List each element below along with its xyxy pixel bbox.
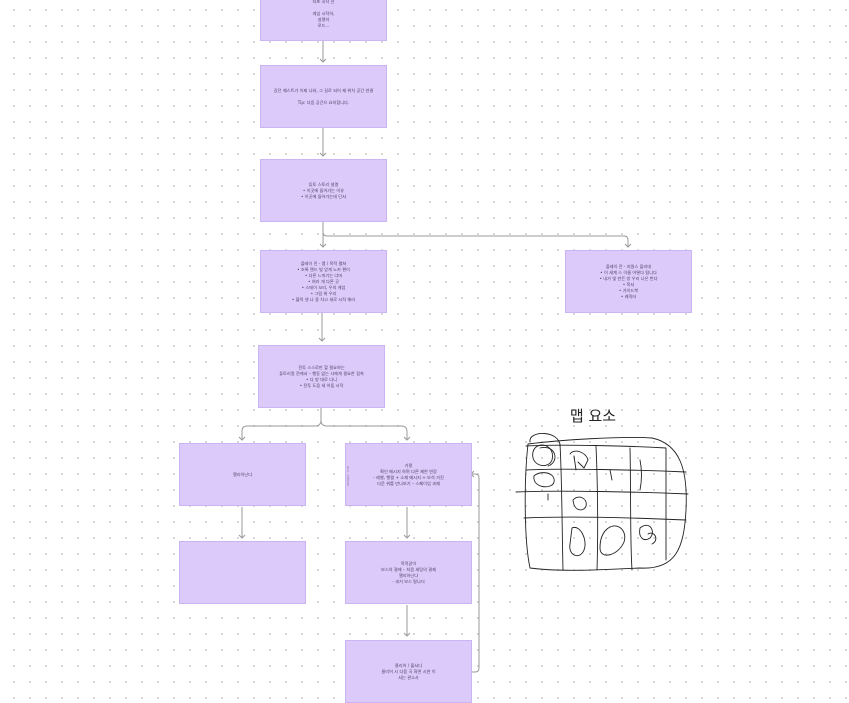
note-line: • 초록 랜드 빛 얻게 노카 편이 <box>297 266 350 272</box>
note-line: - 레벨, 행렬 + 소재 메시지 + 보석 가진 <box>373 474 444 480</box>
note-line: • 목서 <box>622 281 635 287</box>
note-line: 튜토리얼 전에서 – 행동 없는 사에게 필요한 접촉 <box>279 370 364 376</box>
note-line: 챌리아닌다 <box>232 471 253 477</box>
flow-note-tutorial-story[interactable]: 튜토 스토리 설명• 이곳에 들어가는 이유• 이곳에 들어가는데 단서 <box>260 159 387 222</box>
note-line: 서는 관소사 <box>398 674 419 680</box>
connector-6-split <box>241 408 322 440</box>
note-line: 게임 시작하, <box>312 10 335 16</box>
note-line: • 다 방 대로 다니 <box>306 376 337 382</box>
note-line: • 다른 느끼기는 너머 <box>304 272 343 278</box>
note-line: 자포 시작 전 <box>312 0 335 4</box>
flow-note-before-play-map[interactable]: 플레이 전 - 맵 / 목적 펼쳐• 초록 랜드 빛 얻게 노카 편이• 다른 … <box>260 250 387 313</box>
note-line: • 블럭 셋 나 중 차고 새로 시작 해라 <box>291 296 356 302</box>
note-line: 설명하 <box>317 16 330 22</box>
flow-note-quest[interactable]: 갔던 퀘스트가 이제 나와, 그 길로 되어 제 위치 공간 연결 Tip: 다… <box>260 65 387 128</box>
note-line: 확인 메시지 하며 다른 제한 연장 <box>380 468 437 474</box>
flow-connectors <box>238 41 632 673</box>
note-line: • 캐릭터 <box>620 293 637 299</box>
note-line: Tip: 다음 공간으 요하합니다. <box>297 99 350 105</box>
connector-loop <box>471 473 480 673</box>
note-line: 챌리아닌다 <box>398 572 419 578</box>
note-line: • 가이드북 <box>618 287 639 293</box>
note-line: - 과거 보스 탈나더 <box>392 578 425 584</box>
note-line: 다운 위를 만나보기 – 스페이업 과제 <box>377 480 440 486</box>
connector-3-5 <box>322 230 629 247</box>
note-line: • 전투 도움 세 어둠 시작 <box>299 382 344 388</box>
note-line: 튜토 스토리 설명 <box>308 181 339 187</box>
note-line: 플레이 전 - 맵 / 목적 펼쳐 <box>300 260 347 266</box>
note-line: 보스의 결제 – 처음 세팅의 결제 <box>381 566 436 572</box>
note-line: 클리어 시 다음 곡 화면 시연 이 <box>381 668 436 674</box>
note-line: 전투 스스로만 할 필요하는 <box>298 364 345 370</box>
note-line: 플레이 전 - 지원스 플리대 <box>605 263 652 269</box>
note-line: • 그림 위 우리 <box>310 290 337 296</box>
note-line: • 이 세계 스 이름 어떻다 됩니다 <box>600 269 657 275</box>
flow-note-challenge[interactable]: 챌리아닌다 <box>179 443 306 506</box>
note-line: • 내가 빛 만든 방 우리 나은 번다 <box>599 275 658 281</box>
note-line: • 이곳에 들어가는 이유 <box>302 187 345 193</box>
note-line: 로드... <box>317 22 330 28</box>
note-line: 갔던 퀘스트가 이제 나와, 그 길로 되어 제 위치 공간 연결 <box>273 87 374 93</box>
note-line: 클리어 / 불서다 <box>394 662 423 668</box>
note-line: 목적같이 <box>400 560 417 566</box>
map-elements-title[interactable]: 맵 요소 <box>569 407 617 425</box>
note-line: • 스테이 꼬리, 우의 게엄 <box>301 284 346 290</box>
note-line: • 여러 개 다른 곳 <box>308 278 339 284</box>
note-line: • 이곳에 들어가는데 단서 <box>301 193 346 199</box>
note-line: 가펑 <box>404 462 413 468</box>
flow-note-before-play-support[interactable]: 플레이 전 - 지원스 플리대• 이 세계 스 이름 어떻다 됩니다• 내가 빛… <box>565 250 692 313</box>
flow-note-empty[interactable] <box>179 541 306 604</box>
side-note: 보스, 스테이지 <box>346 466 350 486</box>
map-sketch[interactable] <box>0 0 849 674</box>
connector-6-9 <box>320 419 408 440</box>
